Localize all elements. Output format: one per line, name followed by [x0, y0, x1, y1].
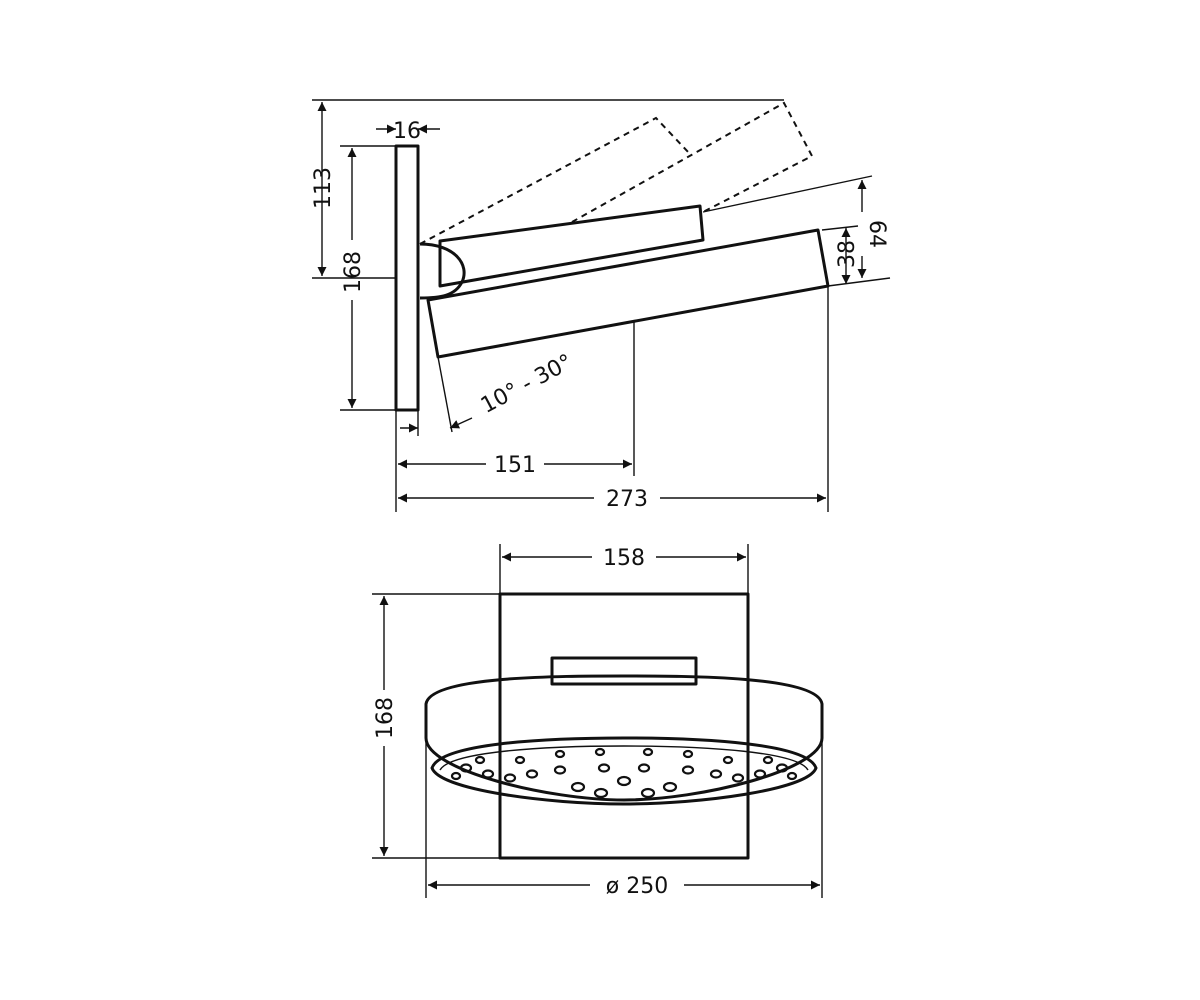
dim-plate-width: 158 — [603, 546, 645, 571]
dim-total-reach: 273 — [606, 487, 648, 512]
dim-arm-height: 113 — [311, 167, 336, 209]
pivot-joint — [419, 242, 466, 300]
dim-head-tilt-height: 64 — [864, 220, 889, 248]
wall-plate-side — [394, 144, 420, 412]
dim-arm-reach: 151 — [494, 453, 536, 478]
shower-head-side — [426, 228, 830, 359]
dim-wall-thickness: 16 — [393, 119, 421, 144]
shower-arm-side — [438, 204, 705, 288]
wall-plate-front — [498, 592, 750, 860]
nozzles — [450, 747, 798, 799]
tilt-outline-upper-2 — [571, 101, 814, 223]
dim-head-thickness: 38 — [835, 240, 860, 268]
dim-tilt-angle: 10° - 30° — [477, 350, 577, 419]
dim-head-diameter: ø 250 — [606, 874, 668, 899]
dim-plate-height-side: 168 — [341, 251, 366, 293]
front-view: 158 168 ø 250 — [372, 544, 824, 899]
side-view: 113 168 16 38 64 10° - 30° 151 273 — [311, 99, 891, 512]
shower-head-front — [424, 674, 824, 802]
tilt-outline-upper — [419, 116, 691, 245]
arm-connector-front — [550, 656, 698, 686]
dim-plate-height-front: 168 — [373, 697, 398, 739]
